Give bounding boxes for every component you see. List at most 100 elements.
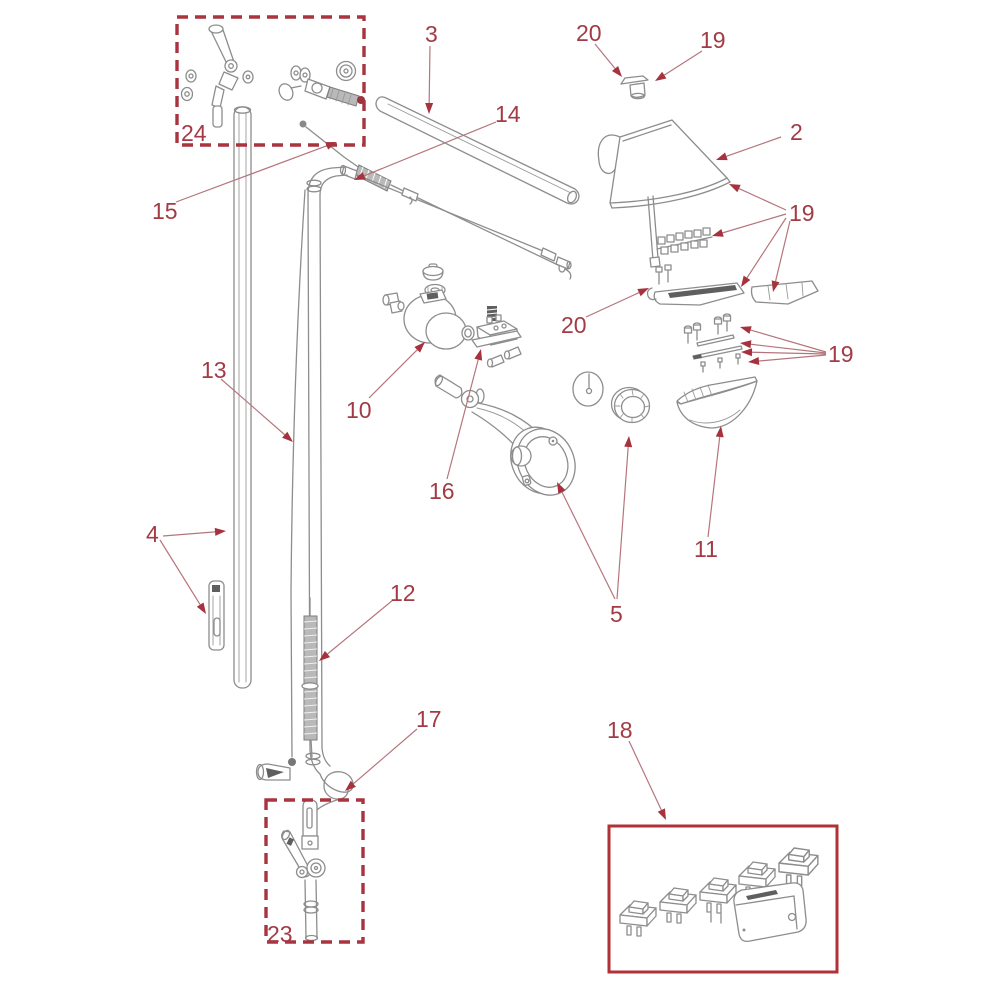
arrowhead-13 [282,431,293,442]
part-label-16: 16 [429,478,455,504]
arrowhead-5 [624,436,633,448]
arrow-line-4 [162,531,216,537]
arrow-line-13 [220,378,286,436]
arrow-line-19 [750,343,827,354]
arrowhead-10 [414,342,425,353]
part-tension-cable [299,120,572,280]
part-fastener-set [683,313,743,373]
power-brick [733,882,807,942]
part-label-13: 13 [201,357,227,383]
part-cap-screws [655,264,672,285]
arrow-line-11 [707,436,721,538]
part-label-4: 4 [146,521,159,547]
arrow-line-19 [746,217,787,279]
arrow-line-12 [327,599,394,655]
box-kit-24 [175,15,366,147]
arrow-line-17 [352,728,418,785]
box-kit-23 [264,798,365,944]
arrowhead-20 [611,65,622,77]
arrowhead-19 [741,275,751,287]
arrowhead-19 [748,357,760,366]
part-label-23: 23 [267,921,293,947]
part-label-18: 18 [607,717,633,743]
arrowhead-16 [474,349,483,361]
arrowhead-20 [637,288,649,297]
part-label-12: 12 [390,580,416,606]
arrowhead-19 [712,229,724,237]
arrow-line-18 [628,740,662,811]
part-label-17: 17 [416,706,442,732]
arrowhead-17 [345,780,356,791]
arrowhead-12 [319,650,331,661]
arrowhead-3 [425,102,434,114]
callout-arrows [159,43,827,820]
arrow-line-20 [594,43,616,69]
part-pivot-kit [180,24,365,128]
arrow-line-2 [726,136,782,157]
arrow-line-5 [561,491,616,600]
arrow-line-5 [616,446,629,600]
part-labels: 24 15 3 14 20 19 2 19 20 19 10 13 16 5 11 4 12 17 18 23 [146,20,854,947]
part-label-15: 15 [152,198,178,224]
arrow-line-4 [159,539,201,605]
arrowhead-19 [729,184,741,193]
part-switch-block [471,306,522,368]
arrow-line-3 [428,45,431,104]
part-label-19: 19 [828,341,854,367]
arrowhead-5 [557,482,566,494]
part-head-fork [434,374,576,496]
part-label-2: 2 [790,119,803,145]
part-upper-arm-tube [375,96,580,205]
part-label-11: 11 [694,536,718,562]
arrow-line-14 [363,121,497,177]
arrow-line-10 [368,349,418,399]
part-pole-bracket [208,580,225,651]
arrowhead-4 [214,527,226,536]
power-cord [290,189,306,758]
part-label-24: 24 [181,120,207,146]
arrowhead-14 [354,172,366,180]
part-label-10: 10 [346,397,372,423]
arrowhead-2 [716,152,728,161]
part-label-5: 5 [610,601,623,627]
arrow-line-19 [738,188,787,211]
arrow-line-19 [750,329,827,353]
part-body-cover [676,376,758,429]
arrow-line-19 [758,354,827,362]
part-label-20: 20 [561,312,587,338]
box-kit-18 [607,824,839,974]
arrowhead-19 [771,280,780,292]
part-label-20: 20 [576,20,602,46]
arrow-line-19 [751,351,827,355]
part-shade-cap [620,75,649,100]
part-label-19: 19 [700,27,726,53]
part-retaining-ring [610,386,651,424]
part-led-board [647,195,713,285]
part-drive-rod [339,164,572,270]
arrowhead-11 [715,426,724,438]
arrowhead-19 [740,326,752,334]
part-shade [597,119,731,209]
part-channel-covers [646,280,819,306]
part-label-14: 14 [495,101,521,127]
part-label-19: 19 [789,200,815,226]
part-shade-collar [382,263,475,350]
arrowhead-19 [740,340,752,349]
part-power-supply-kit [619,847,819,942]
arrow-line-19 [663,50,703,76]
part-label-3: 3 [425,21,438,47]
arrow-line-16 [446,359,479,480]
arrow-line-19 [722,213,787,234]
arrowhead-15 [325,142,337,150]
arrow-line-15 [175,145,327,203]
arrowhead-18 [657,808,666,820]
part-diffuser-disc [572,371,604,407]
part-base-pivot [281,799,326,942]
arrowhead-4 [196,602,206,614]
arrowhead-19 [741,348,753,357]
arrow-line-20 [585,292,640,318]
kit-boxes [175,15,839,974]
arrow-line-19 [774,220,791,282]
